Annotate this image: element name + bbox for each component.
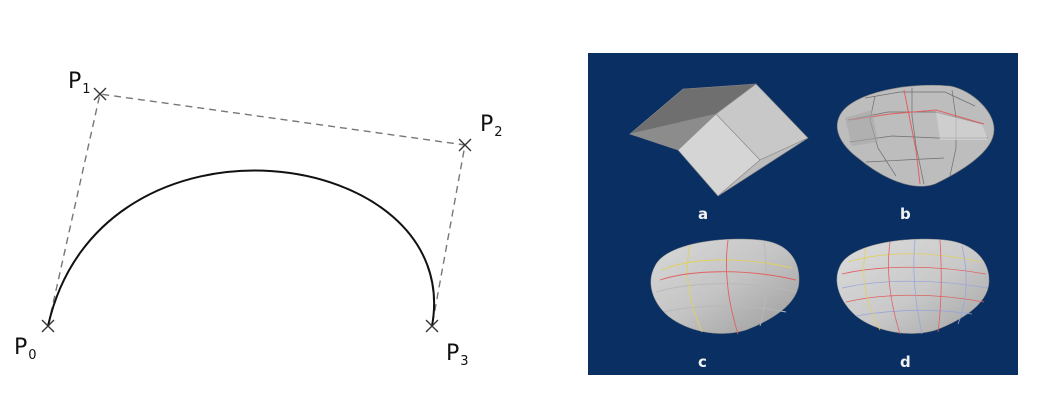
bezier-diagram: P0 P1 P2 P3 bbox=[14, 69, 503, 369]
point-label-p3: P3 bbox=[446, 341, 469, 369]
surface-c bbox=[650, 238, 800, 335]
surface-label-c: c bbox=[698, 353, 707, 371]
point-label-p2: P2 bbox=[480, 112, 503, 140]
point-label-p0: P0 bbox=[14, 335, 37, 363]
surface-label-b: b bbox=[900, 205, 911, 223]
control-polygon bbox=[47, 93, 466, 327]
control-point-marker-p3 bbox=[425, 319, 439, 333]
control-point-marker-p2 bbox=[458, 138, 472, 152]
control-point-marker-p0 bbox=[41, 319, 55, 333]
surface-label-d: d bbox=[900, 353, 911, 371]
surface-a bbox=[628, 83, 809, 197]
point-label-p1: P1 bbox=[68, 69, 91, 97]
surface-b bbox=[836, 84, 995, 187]
surface-d bbox=[836, 238, 990, 335]
surface-panel: a b c d bbox=[588, 53, 1018, 375]
surface-label-a: a bbox=[698, 205, 708, 223]
control-point-marker-p1 bbox=[93, 87, 107, 101]
bezier-curve bbox=[47, 169, 436, 327]
